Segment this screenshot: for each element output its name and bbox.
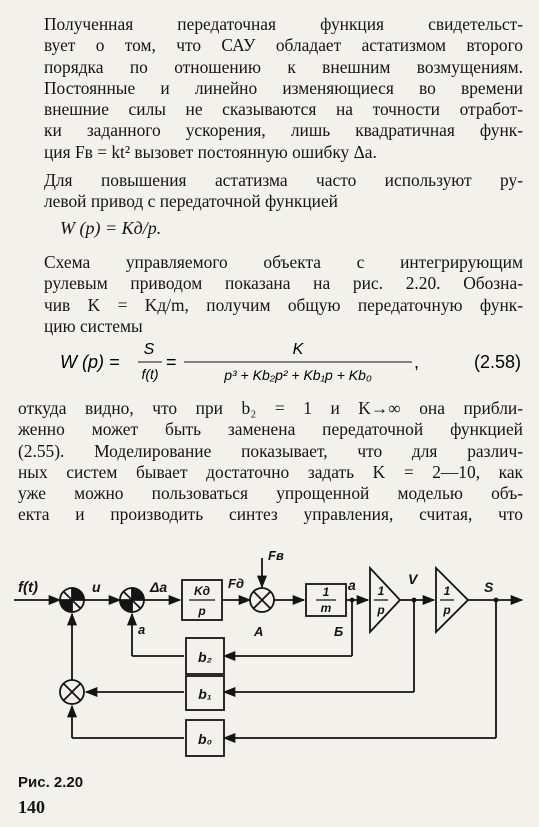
eq2-number: (2.58) [474,352,521,372]
text-line: чив K = Kд/m, получим общую передаточную… [44,294,523,315]
b2-block [185,637,225,675]
summer-3 [249,587,275,613]
node [349,597,355,603]
label-m-den: m [321,601,332,615]
label-fd: Fд [228,576,244,591]
text-line: вует о том, что САУ обладает астатизмом … [44,35,523,56]
m-block [305,583,347,617]
eq2-frac2-den: p³ + Kb₂p² + Kb₁p + Kb₀ [223,367,372,383]
label-kd-num: Kд [194,584,210,598]
label-v: V [408,571,419,587]
eq2-eqsign: = [166,352,177,372]
text-line: рулевым приводом показана на рис. 2.20. … [44,273,523,294]
figure-caption: Рис. 2.20 [18,774,84,791]
node [411,597,417,603]
text-line: екта и производить синтез управления, сч… [18,504,523,525]
paragraph-1: Полученная передаточная функция свидетел… [18,14,523,163]
node [493,597,499,603]
paragraph-2: Для повышения астатизма часто используют… [18,170,523,213]
para3-text: Схема управляемого объекта с интегрирующ… [18,252,523,337]
para2-text: Для повышения астатизма часто используют… [18,170,523,213]
text-line: откуда видно, что при b₂ = 1 и K→∞ она п… [18,398,523,418]
label-b0: b₀ [198,731,213,747]
text-line: Для повышения астатизма часто используют… [44,170,523,190]
label-m-num: 1 [323,585,330,599]
block-diagram: f(t) u Δa Kд p Fд Fв 1 m a 1 p V 1 p S a… [14,548,524,757]
label-fb: Fв [268,548,284,563]
label-int2-num: 1 [444,584,451,598]
text-line: ки заданного ускорения, лишь квадратична… [44,120,523,141]
label-a-out: a [348,577,356,593]
text-line: цию системы [44,315,143,336]
text-line: левой привод с передаточной функцией [44,191,338,212]
paragraph-4: откуда видно, что при b₂ = 1 и K→∞ она п… [18,398,523,526]
equation-w-p: W (p) = Kд/p. [60,218,162,238]
summer-1 [59,587,85,613]
label-s: S [484,579,494,595]
text-line: внешние силы не сказываются на точности … [44,99,523,120]
label-b1: b₁ [198,686,212,702]
label-int2-den: p [442,603,450,617]
text-line: женно может быть заменена передаточной ф… [18,419,523,440]
text-line: (2.55). Моделирование показывает, что дл… [18,440,523,461]
label-int1-num: 1 [378,584,385,598]
text-line: уже можно пользоваться упрощенной модель… [18,483,523,504]
equation-2-58: W (p) = S f(t) = K p³ + Kb₂p² + Kb₁p + K… [60,341,521,383]
text-line: ных систем бывает достаточно задать K = … [18,461,523,482]
eq2-frac1-num: S [144,341,155,358]
label-point-a: A [253,624,263,639]
label-input: f(t) [18,579,38,596]
summer-lower [59,679,85,705]
label-a-feedback: a [138,622,145,637]
text-line: порядка по отношению к внешним возмущени… [44,56,523,77]
text-line: ция Fв = kt² вызовет постоянную ошибку Δ… [44,141,377,162]
label-kd-den: p [197,604,205,618]
summer-2 [119,587,145,613]
para1-text: Полученная передаточная функция свидетел… [18,14,523,163]
eq2-frac2-num: K [293,341,305,358]
label-delta-a: Δa [149,579,167,595]
paragraph-3: Схема управляемого объекта с интегрирующ… [18,252,523,337]
eq2-tail: , [414,352,419,372]
page-number: 140 [18,797,45,817]
label-int1-den: p [376,603,384,617]
para4-text: откуда видно, что при b₂ = 1 и K→∞ она п… [18,398,523,526]
label-b2: b₂ [198,649,212,665]
label-point-b: Б [334,624,343,639]
label-u: u [92,579,101,595]
b0-block [185,719,225,757]
eq2-frac1-den: f(t) [141,366,158,382]
text-line: Схема управляемого объекта с интегрирующ… [44,252,523,272]
text-line: Постоянные и линейно изменяющиеся во вре… [44,77,523,98]
eq2-lhs: W (p) = [60,352,120,372]
b1-block [185,675,225,711]
text-line: Полученная передаточная функция свидетел… [44,14,523,34]
